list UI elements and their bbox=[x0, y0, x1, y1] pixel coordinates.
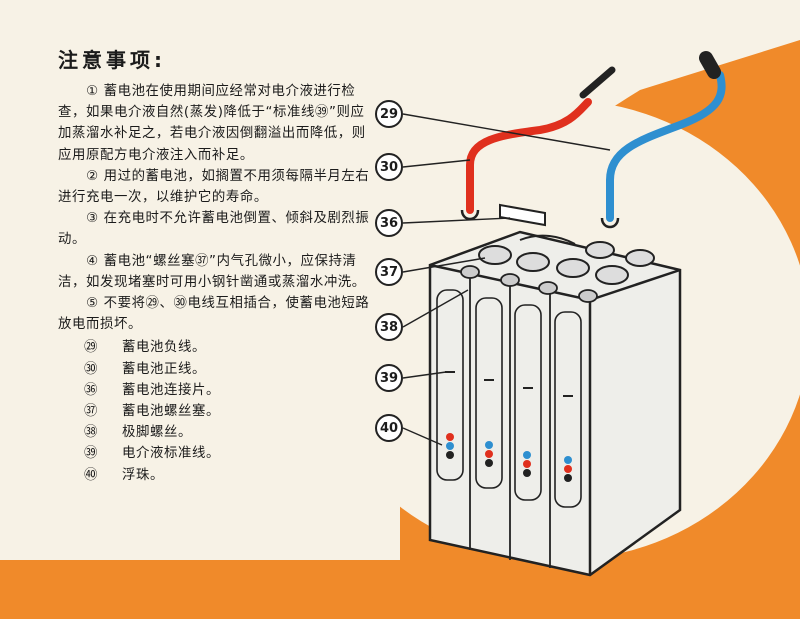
legend-item: ㉚ 蓄电池正线。 bbox=[58, 359, 370, 380]
legend-item: ㉙ 蓄电池负线。 bbox=[58, 337, 370, 358]
callout-37: 37 bbox=[375, 258, 403, 286]
callout-29: 29 bbox=[375, 100, 403, 128]
legend-number: ㊴ bbox=[84, 446, 98, 462]
legend-text: 浮珠。 bbox=[122, 467, 164, 483]
legend-number: ㉙ bbox=[84, 340, 98, 356]
blue-wire bbox=[606, 71, 726, 222]
legend-text: 蓄电池负线。 bbox=[122, 340, 206, 356]
red-wire bbox=[466, 98, 592, 214]
legend-text: 电介液标准线。 bbox=[122, 446, 220, 462]
note-paragraph: ① 蓄电池在使用期间应经常对电介液进行检查，如果电介液自然(蒸发)降低于“标准线… bbox=[58, 84, 366, 163]
battery bbox=[428, 203, 682, 577]
legend-text: 蓄电池螺丝塞。 bbox=[122, 404, 220, 420]
legend-number: ㊳ bbox=[84, 425, 98, 441]
legend-text: 蓄电池连接片。 bbox=[122, 382, 220, 398]
parts-legend: ㉙ 蓄电池负线。 ㉚ 蓄电池正线。 ㊱ 蓄电池连接片。 ㊲ 蓄电池螺丝塞。 ㊳ 极脚螺丝。… bbox=[58, 337, 370, 485]
note-paragraph: ④ 蓄电池“螺丝塞㊲”内气孔微小，应保持清洁，如发现堵塞时可用小钢针凿通或蒸溜水… bbox=[58, 253, 366, 290]
legend-item: ㊵ 浮珠。 bbox=[58, 465, 370, 486]
legend-text: 极脚螺丝。 bbox=[122, 425, 192, 441]
callout-39: 39 bbox=[375, 364, 403, 392]
callout-40: 40 bbox=[375, 414, 403, 442]
legend-number: ㉚ bbox=[84, 361, 98, 377]
legend-item: ㊳ 极脚螺丝。 bbox=[58, 422, 370, 443]
legend-number: ㊲ bbox=[84, 404, 98, 420]
note-paragraph: ③ 在充电时不允许蓄电池倒置、倾斜及剧烈振动。 bbox=[58, 211, 370, 248]
legend-number: ㊵ bbox=[84, 467, 98, 483]
legend-text: 蓄电池正线。 bbox=[122, 361, 206, 377]
legend-number: ㊱ bbox=[84, 382, 98, 398]
notes-text: 注意事项: ① 蓄电池在使用期间应经常对电介液进行检查，如果电介液自然(蒸发)降… bbox=[58, 44, 370, 486]
callout-38: 38 bbox=[375, 313, 403, 341]
legend-item: ㊱ 蓄电池连接片。 bbox=[58, 380, 370, 401]
note-paragraph: ⑤ 不要将㉙、㉚电线互相插合，使蓄电池短路放电而损坏。 bbox=[58, 296, 370, 333]
legend-item: ㊴ 电介液标准线。 bbox=[58, 443, 370, 464]
callout-30: 30 bbox=[375, 153, 403, 181]
leader-lines bbox=[402, 113, 611, 446]
note-paragraph: ② 用过的蓄电池，如搁置不用须每隔半月左右进行充电一次，以维护它的寿命。 bbox=[58, 168, 370, 206]
notes-title: 注意事项: bbox=[58, 48, 166, 72]
callout-36: 36 bbox=[375, 209, 403, 237]
legend-item: ㊲ 蓄电池螺丝塞。 bbox=[58, 401, 370, 422]
